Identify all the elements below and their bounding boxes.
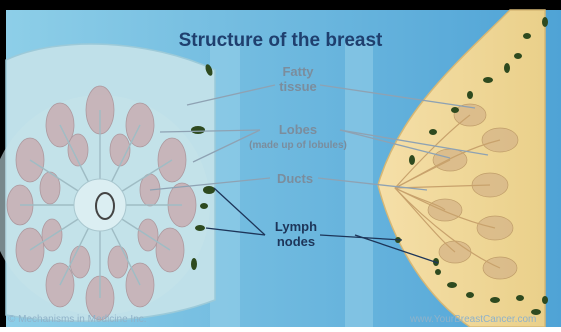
- label-fatty-line1: Fatty: [268, 64, 328, 79]
- diagram-title: Structure of the breast: [0, 30, 561, 52]
- label-lymph-nodes: Lymph nodes: [266, 219, 326, 249]
- label-fatty-line2: tissue: [268, 79, 328, 94]
- label-lobes: Lobes: [258, 122, 338, 137]
- label-lymph-line1: Lymph: [266, 219, 326, 234]
- watermark-left: © Mechanisms in Medicine Inc.: [8, 314, 147, 325]
- label-lymph-line2: nodes: [266, 234, 326, 249]
- watermark-right: www.YourBreastCancer.com: [410, 314, 536, 325]
- label-ducts: Ducts: [265, 171, 325, 186]
- top-bar: [0, 0, 561, 10]
- label-fatty-tissue: Fatty tissue: [268, 64, 328, 94]
- front-view-breast: [0, 44, 215, 321]
- label-lobes-sub: (made up of lobules): [238, 140, 358, 151]
